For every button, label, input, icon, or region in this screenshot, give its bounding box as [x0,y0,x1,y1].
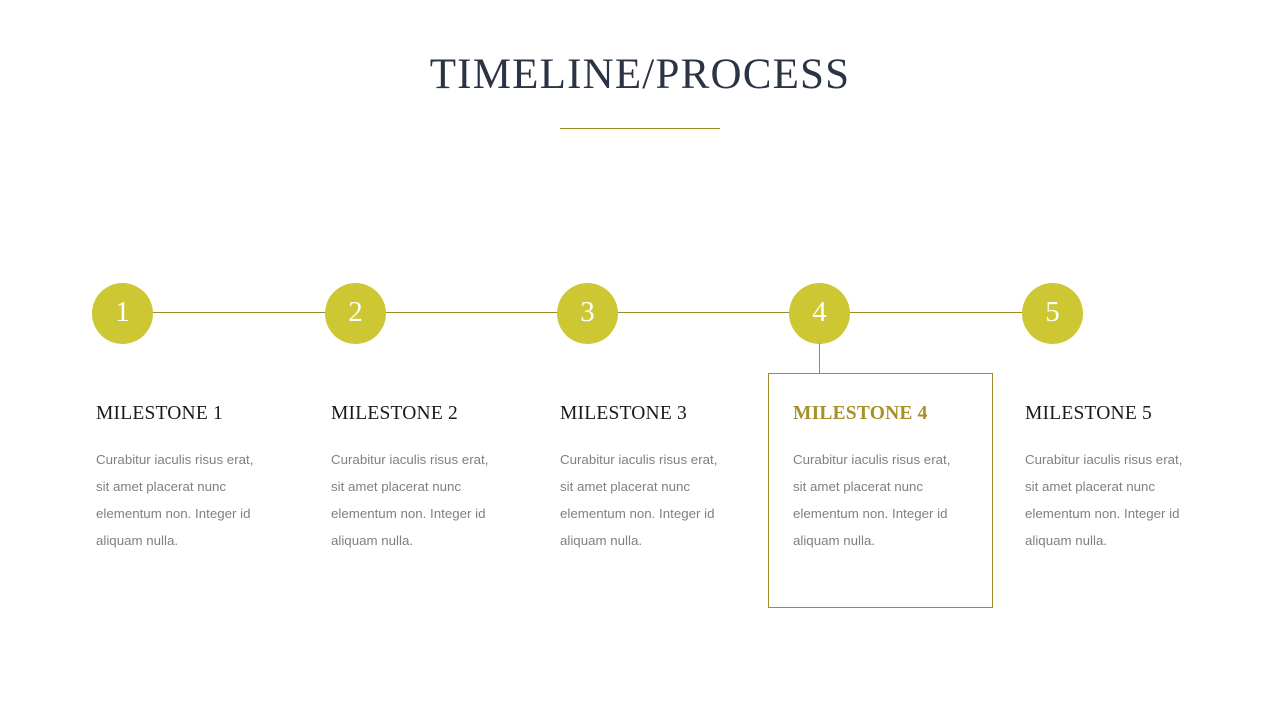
milestone-body-4: Curabitur iaculis risus erat, sit amet p… [793,452,951,548]
title-divider [560,128,720,129]
timeline-node-1[interactable]: 1 [92,283,153,344]
milestone-4-highlight-box[interactable] [768,373,993,608]
milestone-body-3: Curabitur iaculis risus erat, sit amet p… [560,452,718,548]
milestone-body-1: Curabitur iaculis risus erat, sit amet p… [96,452,254,548]
milestone-column-2[interactable]: MILESTONE 2 Curabitur iaculis risus erat… [331,402,546,555]
milestone-column-5[interactable]: MILESTONE 5 Curabitur iaculis risus erat… [1025,402,1240,555]
milestone-body-2: Curabitur iaculis risus erat, sit amet p… [331,452,489,548]
milestone-heading-2: MILESTONE 2 [331,403,458,424]
milestone-column-4[interactable]: MILESTONE 4 Curabitur iaculis risus erat… [793,402,1008,555]
highlight-connector-line [819,343,820,374]
page-title: TIMELINE/PROCESS [429,51,851,98]
milestone-column-3[interactable]: MILESTONE 3 Curabitur iaculis risus erat… [560,402,775,555]
timeline-node-4[interactable]: 4 [789,283,850,344]
milestone-body-5: Curabitur iaculis risus erat, sit amet p… [1025,452,1183,548]
milestone-heading-5: MILESTONE 5 [1025,403,1152,424]
timeline-node-2[interactable]: 2 [325,283,386,344]
milestone-heading-3: MILESTONE 3 [560,403,687,424]
timeline-node-3[interactable]: 3 [557,283,618,344]
milestone-heading-1: MILESTONE 1 [96,403,223,424]
timeline-node-5[interactable]: 5 [1022,283,1083,344]
milestone-heading-4: MILESTONE 4 [793,403,928,424]
milestone-column-1[interactable]: MILESTONE 1 Curabitur iaculis risus erat… [96,402,311,555]
